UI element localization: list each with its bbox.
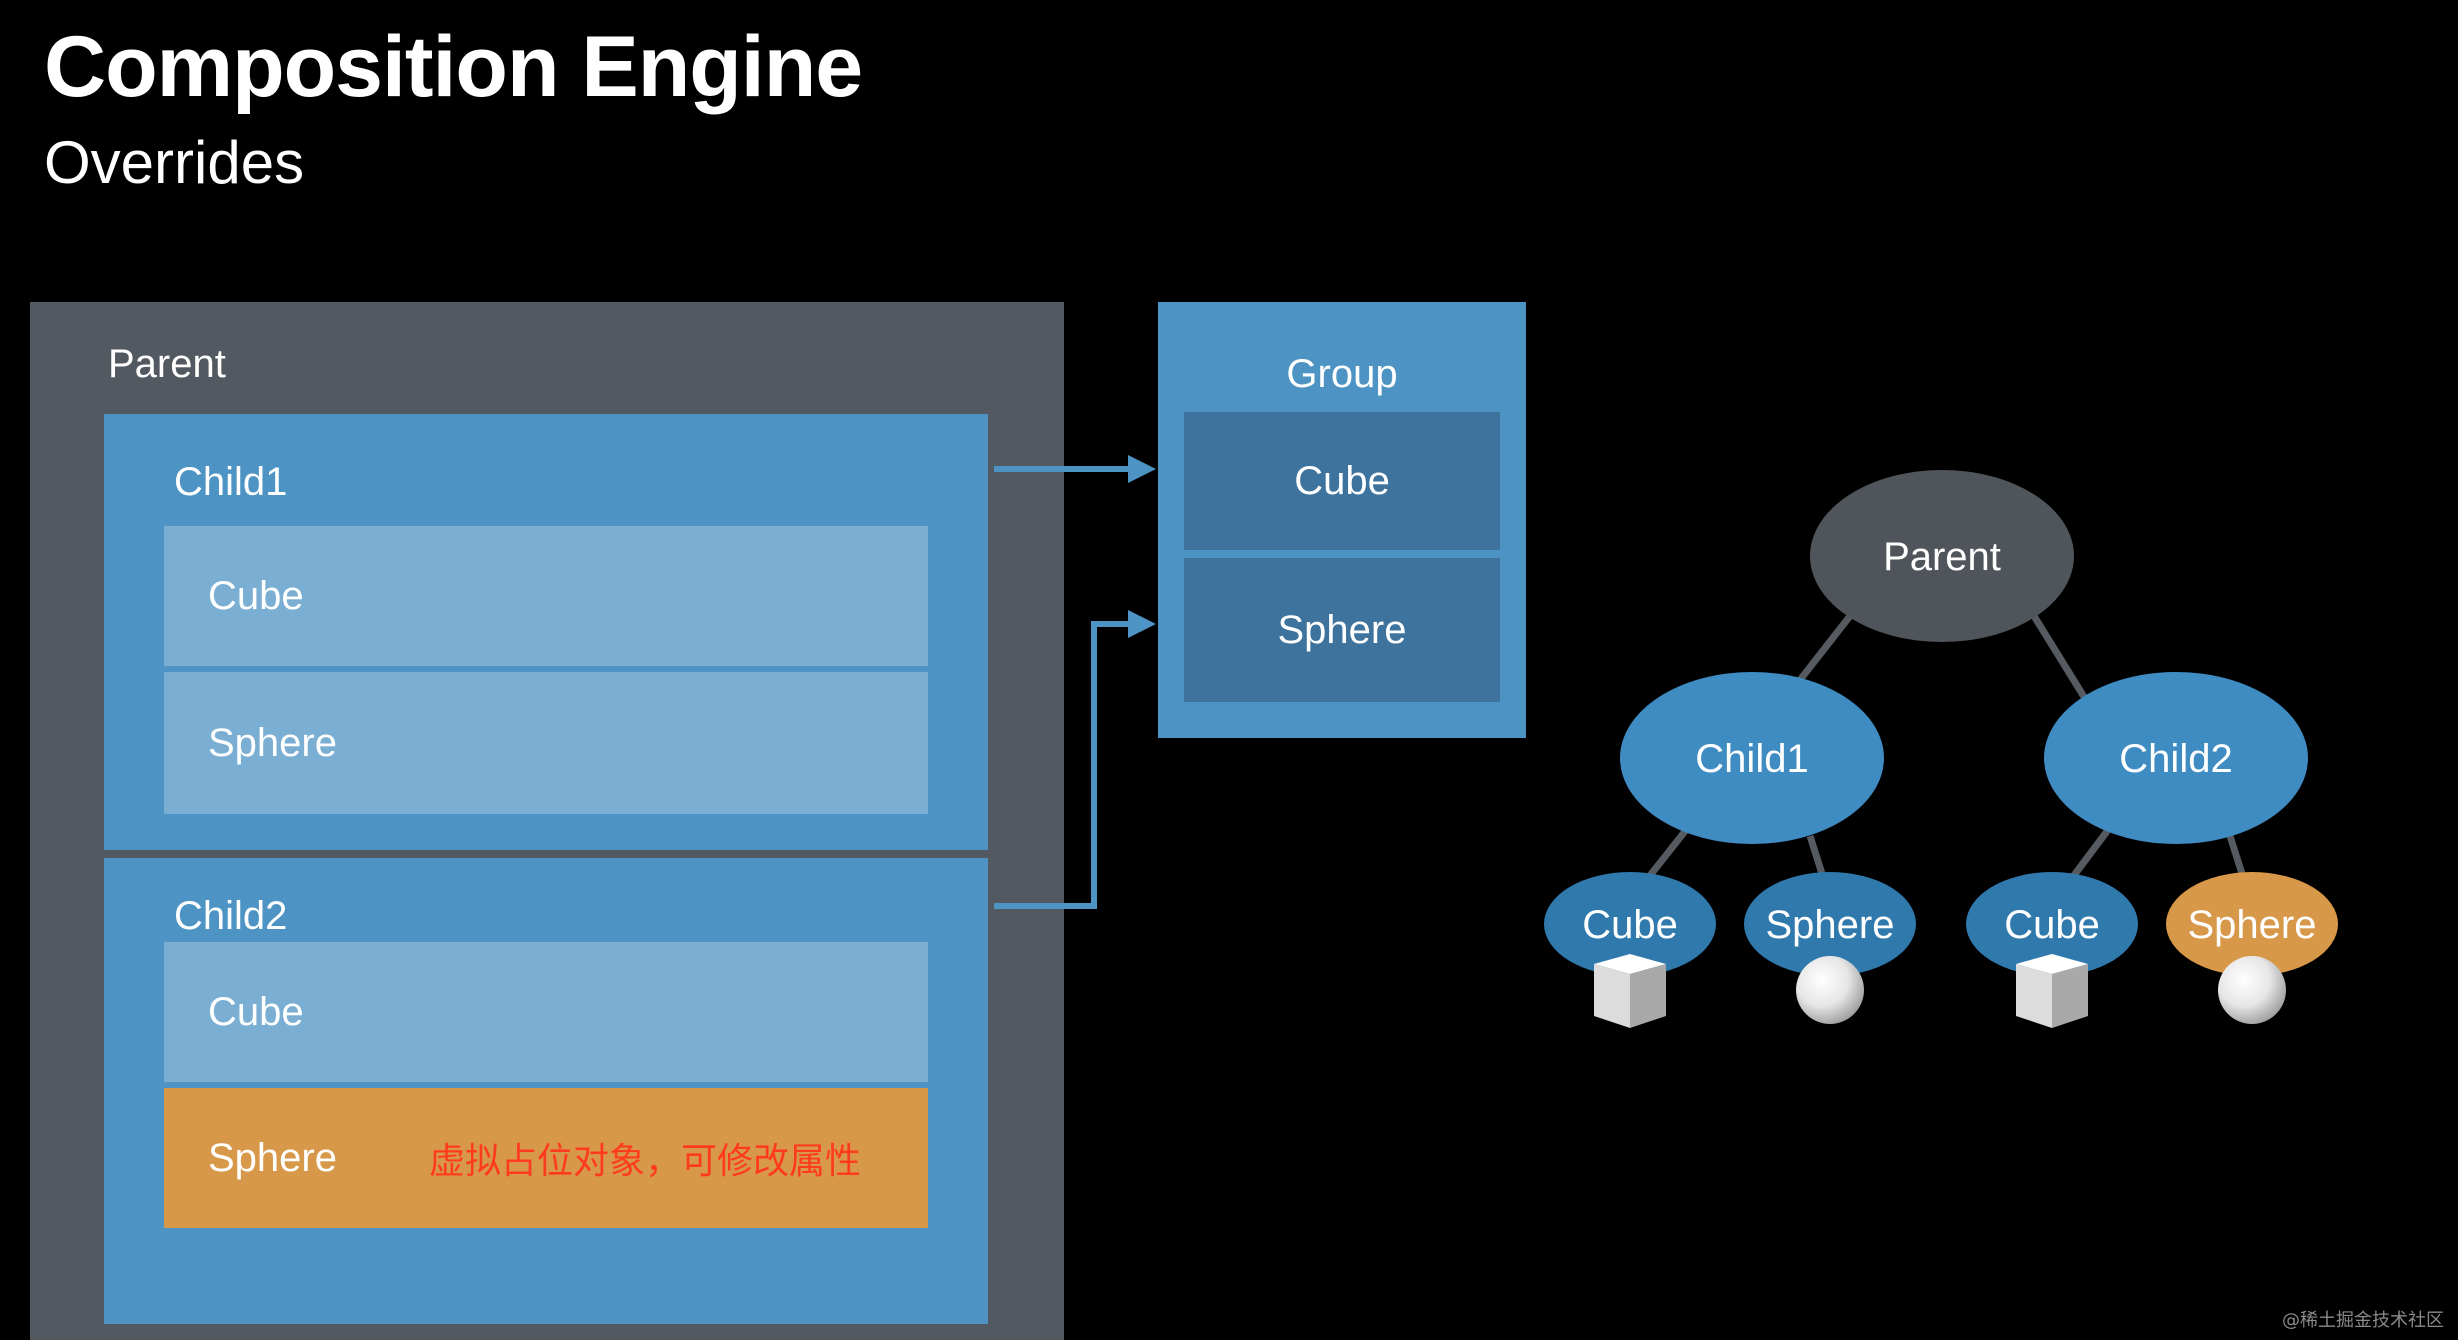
watermark: @稀土掘金技术社区 [2282,1310,2444,1331]
child2-label: Child2 [174,894,288,938]
leaf-label: Sphere [1766,903,1895,947]
group-cube-row: Cube [1184,412,1500,550]
arrow-child2-to-group [994,610,1156,909]
leaf-label: Cube [2004,903,2100,947]
child1-sphere-row: Sphere [164,672,928,814]
row-label: Sphere [208,720,337,765]
tree-node-child2: Child2 [2044,672,2308,844]
slide-title: Composition Engine [44,19,863,115]
tree-leaf-child1-cube: Cube [1544,872,1716,976]
tree-node-child1: Child1 [1620,672,1884,844]
tree-parent-label: Parent [1883,535,2001,579]
cube-icon [1594,954,1666,1028]
row-label: Cube [208,573,304,618]
edge-child1-cube [1645,827,1689,881]
tree-node-parent: Parent [1810,470,2074,642]
tree-leaf-child1-sphere: Sphere [1744,872,1916,976]
child2-sphere-override-row: Sphere 虚拟占位对象，可修改属性 [164,1088,928,1228]
leaf-label: Cube [1582,903,1678,947]
tree-edges [1645,613,2248,882]
tree-leaf-child2-sphere-override: Sphere [2166,872,2338,976]
row-label: Cube [1294,458,1390,503]
tree-leaf-child2-cube: Cube [1966,872,2138,976]
edge-parent-child1 [1797,613,1853,683]
override-annotation: 虚拟占位对象，可修改属性 [428,1141,861,1182]
row-label: Sphere [1277,607,1407,652]
edge-child2-cube [2069,827,2111,881]
child1-cube-row: Cube [164,526,928,666]
group-label: Group [1286,352,1398,396]
slide-subtitle: Overrides [44,129,305,196]
group-sphere-row: Sphere [1184,558,1500,702]
row-label: Cube [208,989,304,1034]
child2-container: Child2 Cube Sphere 虚拟占位对象，可修改属性 [104,858,988,1324]
tree-child1-label: Child1 [1695,737,1808,781]
group-container: Group Cube Sphere [1158,302,1526,738]
sphere-icon [1796,956,1864,1024]
child1-container: Child1 Cube Sphere [104,414,988,850]
parent-container: Parent Child1 Cube Sphere Child2 Cube Sp… [30,302,1064,1340]
child2-cube-row: Cube [164,942,928,1082]
row-label: Sphere [208,1135,337,1180]
cube-icon [2016,954,2088,1028]
sphere-icon [2218,956,2286,1024]
edge-parent-child2 [2031,614,2089,702]
child1-label: Child1 [174,460,288,504]
parent-label: Parent [108,342,226,386]
leaf-label: Sphere [2188,903,2317,947]
arrow-child1-to-group [994,455,1156,483]
tree-child2-label: Child2 [2119,737,2232,781]
